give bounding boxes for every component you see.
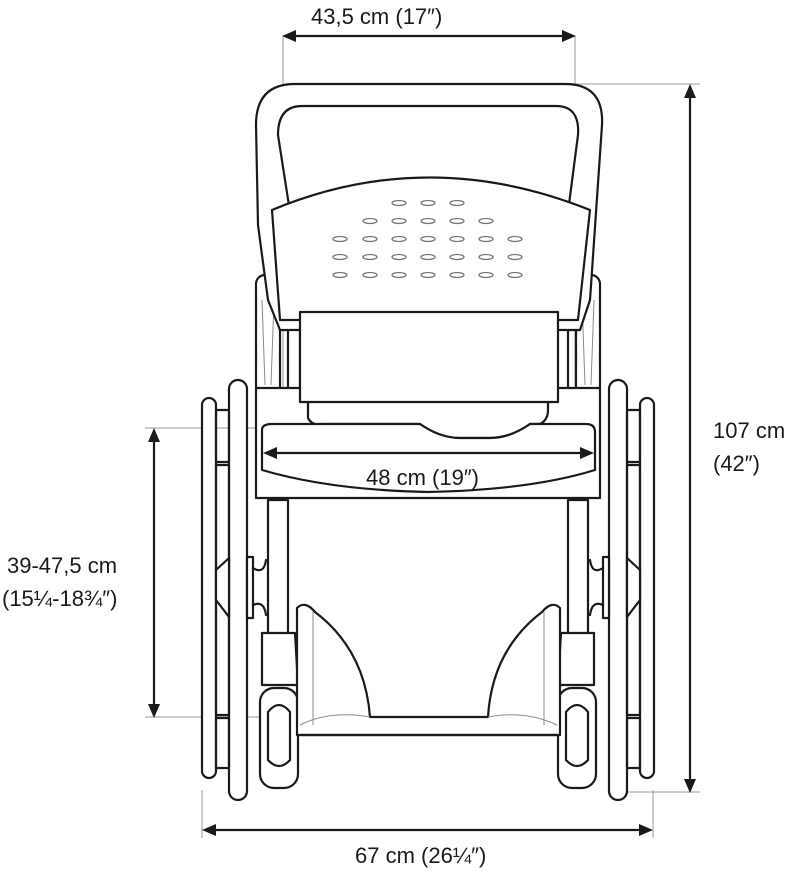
total-height-metric-label: 107 cm [713,418,786,443]
backrest-width-label: 43,5 cm (17″) [311,4,443,29]
total-width-label: 67 cm (26¼″) [355,843,487,868]
seat-height-metric-label: 39-47,5 cm [7,553,118,578]
seat-width-label: 48 cm (19″) [366,465,479,490]
footrest [295,603,562,737]
backrest [254,82,604,404]
dimension-total-width [202,824,653,836]
frame-legs [266,498,590,667]
total-height-imperial-label: (42″) [713,451,760,476]
dimension-seat-width [263,447,594,459]
dimension-seat-height [148,428,160,718]
dimension-total-height [684,84,696,793]
dimension-backrest-width [282,30,576,42]
seat [254,386,602,500]
left-caster [258,631,300,790]
backrest-holes [332,199,523,279]
right-caster [556,631,598,790]
seat-height-imperial-label: (15¼-18¾″) [2,586,118,611]
left-wheel [200,378,268,802]
right-wheel [588,378,656,802]
